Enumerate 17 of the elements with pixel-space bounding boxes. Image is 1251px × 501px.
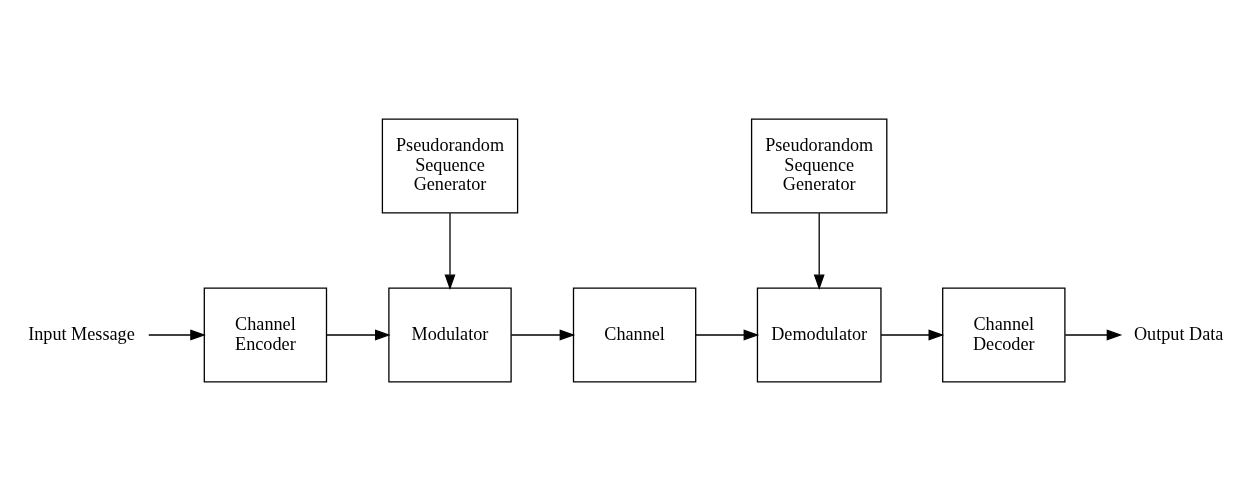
node-box: Channel Decoder — [942, 287, 1066, 383]
arrow — [880, 329, 945, 341]
arrow — [444, 212, 456, 291]
arrow — [148, 329, 206, 341]
node-box: Demodulator — [756, 287, 882, 383]
node-text: Input Message — [28, 323, 135, 344]
arrow — [813, 212, 825, 291]
node-box: Pseudorandom Sequence Generator — [750, 118, 888, 214]
node-box: Channel — [572, 287, 697, 383]
arrow — [1064, 329, 1123, 341]
node-box: Channel Encoder — [203, 287, 328, 383]
arrow — [326, 329, 391, 341]
node-text: Output Data — [1133, 323, 1224, 344]
arrow — [510, 329, 576, 341]
node-box: Pseudorandom Sequence Generator — [381, 118, 519, 214]
arrow — [695, 329, 760, 341]
node-box: Modulator — [388, 287, 512, 383]
